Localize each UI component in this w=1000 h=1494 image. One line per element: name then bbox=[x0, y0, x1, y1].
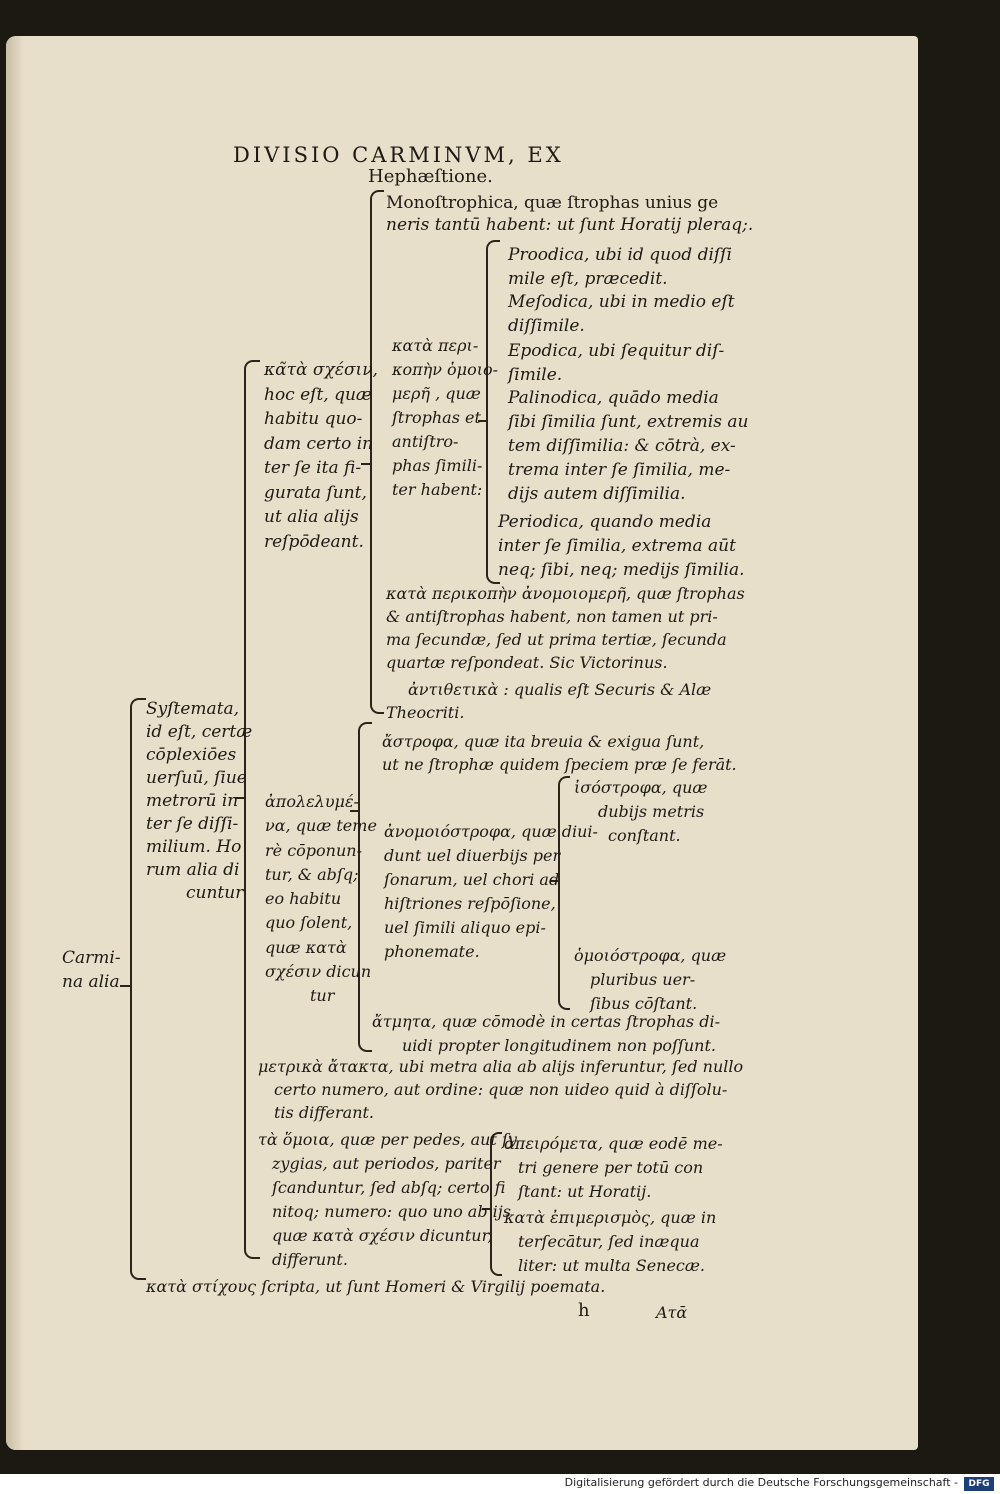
node-monostrophica: Monoſtrophica, quæ ſtrophas unius ge ner… bbox=[386, 193, 754, 235]
catchword: Ατᾱ bbox=[656, 1303, 688, 1322]
node-apeiromete: ἀπειρόμετα, quæ eodē me-tri genere per t… bbox=[504, 1134, 723, 1201]
node-atmeta: ἄτμητα, quæ cōmodè in certas ſtrophas di… bbox=[372, 1012, 720, 1055]
node-metrika-atakta: μετρικὰ ἄτακτα, ubi metra alia ab alijs … bbox=[258, 1057, 744, 1122]
node-apolelymena: ἀπολελυμέ-να, quæ teme rè cōponun-tur, &… bbox=[265, 792, 377, 1006]
dfg-logo: DFG bbox=[964, 1477, 994, 1491]
node-kata-stichos: κατὰ στίχους ſcripta, ut ſunt Homeri & V… bbox=[146, 1277, 606, 1296]
bracket-carmina bbox=[130, 698, 146, 1280]
node-epodica: Epodica, ubi ſequitur diſ-ſimile. bbox=[508, 341, 725, 385]
book-page bbox=[6, 36, 918, 1450]
bracket-carmina-tip bbox=[120, 985, 130, 987]
bracket-systemata bbox=[244, 360, 260, 1259]
node-astropha: ἄστροφα, quæ ita breuia & exigua ſunt,ut… bbox=[382, 732, 737, 774]
footer-bar: Digitalisierung gefördert durch die Deut… bbox=[0, 1474, 1000, 1494]
bracket-kata-schesin bbox=[370, 190, 384, 714]
page-subtitle: Hephæſtione. bbox=[368, 166, 493, 187]
bracket-apolelymena bbox=[358, 722, 372, 1052]
page-title: DIVISIO CARMINVM, EX bbox=[233, 143, 564, 167]
node-carmina: Carmi-na alia bbox=[62, 948, 121, 992]
bracket-anoiostropha bbox=[558, 776, 570, 1010]
bracket-kata-schesin-tip bbox=[361, 463, 371, 465]
bracket-homoia-tip bbox=[482, 1208, 492, 1210]
bracket-systemata-tip bbox=[235, 797, 245, 799]
bracket-kata-perikopen bbox=[486, 240, 500, 584]
bracket-kata-perikopen-tip bbox=[478, 420, 488, 422]
footer-text: Digitalisierung gefördert durch die Deut… bbox=[564, 1476, 958, 1489]
node-kata-schesin: κα̃τὰ σχέσιν,hoc eſt, quæ habitu quo-dam… bbox=[264, 360, 378, 552]
node-anoiostropha: ἀνομοιόστροφα, quæ diui-dunt uel diuerbi… bbox=[384, 822, 598, 961]
signature-mark: h bbox=[578, 1300, 590, 1321]
bracket-anoiostropha-tip bbox=[550, 880, 560, 882]
bracket-homoia bbox=[490, 1132, 502, 1276]
node-anomoiomere: κατὰ περικοπὴν ἀνομοιομερῆ, quæ ſtrophas… bbox=[386, 584, 745, 672]
bracket-apolelymena-tip bbox=[350, 810, 360, 812]
